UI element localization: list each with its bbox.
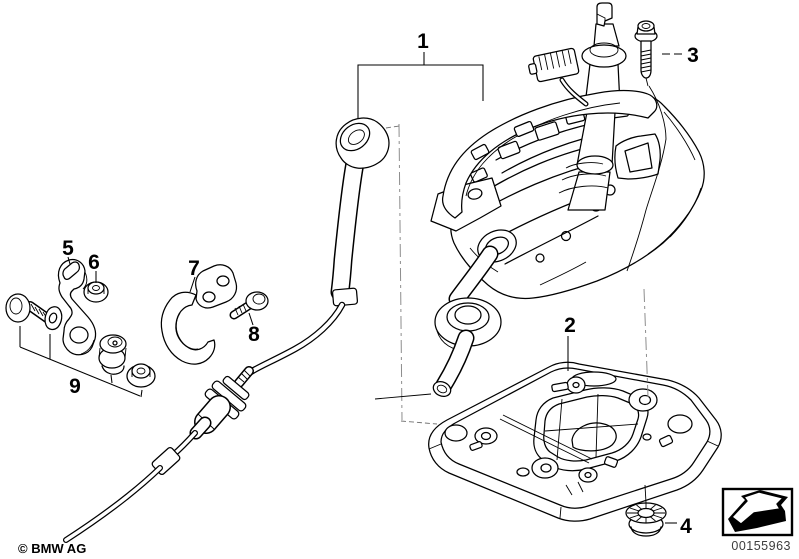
ball-stud-9 [98,334,127,375]
screw-9 [5,293,52,323]
callout-8-leader [248,312,254,326]
callout-5-leader [67,256,71,265]
centerlines [374,123,438,425]
hook-bracket-7 [160,264,238,365]
shift-cable [63,117,390,543]
callout-7[interactable]: 7 [188,257,200,280]
callout-7-leader [189,276,196,293]
cable-connector [528,47,589,107]
clip-washer-9 [44,306,63,331]
nut-9 [126,363,156,388]
callout-3[interactable]: 3 [687,44,699,67]
callout-5[interactable]: 5 [62,237,74,260]
sealing-plug [625,288,667,537]
shifter-mechanism [430,2,705,398]
callout-9[interactable]: 9 [69,375,81,398]
footer: © BMW AG 00155963 [18,487,794,556]
direction-arrow-icon [721,487,794,537]
bolt-3 [634,20,658,87]
fastener-group-9-leaders [19,326,143,398]
nut-6 [83,281,109,303]
callout-8[interactable]: 8 [248,323,260,346]
callout-1-leader [357,52,484,128]
selector-lever-5 [57,258,97,356]
callout-4[interactable]: 4 [680,515,692,538]
base-plate [428,361,722,522]
cable-adjuster [189,366,254,440]
screw-8 [229,291,269,320]
callout-2[interactable]: 2 [564,314,576,337]
callout-6[interactable]: 6 [88,251,100,274]
image-number: 00155963 [731,539,791,553]
plug-ribs [627,503,665,523]
shift-lever-shaft [558,2,627,211]
callout-1[interactable]: 1 [417,30,429,53]
copyright-text: © BMW AG [18,541,86,556]
callout-labels: 1 2 3 4 5 6 7 8 9 [62,30,699,538]
